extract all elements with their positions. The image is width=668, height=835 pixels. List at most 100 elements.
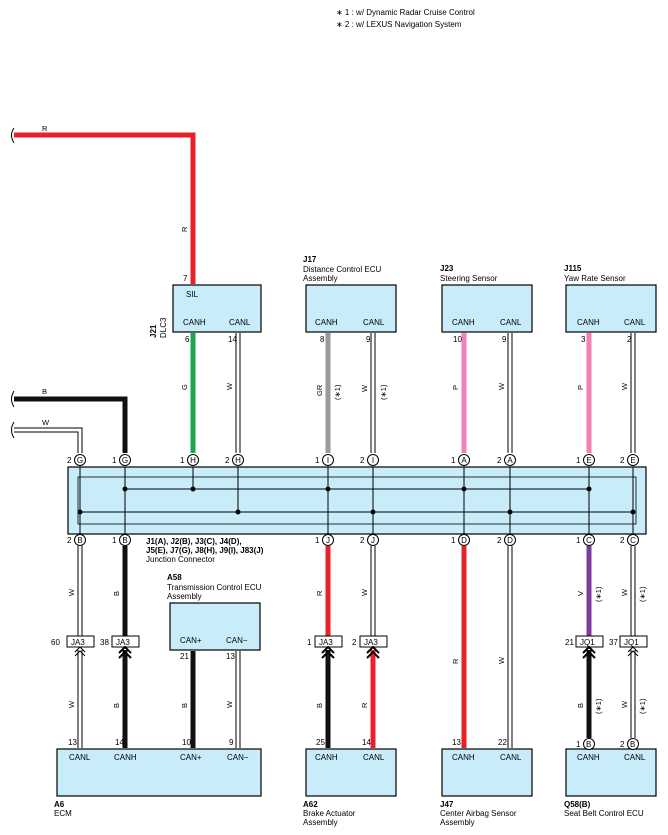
svg-text:1: 1 (307, 638, 312, 647)
a6-canp: CAN+ (180, 753, 202, 762)
j47-pin-22: 22 (498, 738, 507, 747)
svg-text:2: 2 (620, 456, 625, 465)
wire-w-j17 (370, 333, 376, 453)
junction-code-2: J5(E), J7(G), J8(H), J9(I), J83(J) (146, 546, 264, 555)
q58-canl: CANL (624, 753, 646, 762)
a62-box (305, 748, 397, 797)
a6-pin-14: 14 (115, 738, 124, 747)
wire-w-dlc3 (235, 333, 241, 453)
svg-text:2: 2 (360, 536, 365, 545)
j23-canl: CANL (500, 318, 522, 327)
wire-code-g: G (180, 384, 189, 390)
q58-canh: CANH (577, 753, 600, 762)
svg-text:H: H (235, 456, 241, 465)
junction-inner-frame (77, 476, 637, 525)
j47-name-2: Assembly (440, 818, 475, 827)
wire-w-a58-ecm (235, 651, 241, 748)
a62-canh: CANH (315, 753, 338, 762)
svg-text:A: A (461, 456, 467, 465)
svg-text:2: 2 (67, 456, 72, 465)
j115-canh: CANH (577, 318, 600, 327)
j47-canl: CANL (500, 753, 522, 762)
j23-pin-9: 9 (502, 335, 507, 344)
wire-code-w-j115: W (620, 382, 629, 390)
wire-code-w-a58: W (225, 700, 234, 708)
connector-ja3-1: JA3 1 (307, 635, 343, 659)
a58-pin-13: 13 (226, 652, 235, 661)
svg-text:C: C (630, 536, 636, 545)
a58-code: A58 (167, 573, 182, 582)
wire-w-jc-ja3-2 (370, 546, 376, 636)
svg-text:JQ1: JQ1 (580, 638, 595, 647)
a6-canl: CANL (69, 753, 91, 762)
j23-box (441, 284, 533, 333)
note-2: ∗ 2 : w/ LEXUS Navigation System (336, 20, 462, 29)
svg-text:37: 37 (609, 638, 618, 647)
a58-pin-21: 21 (180, 652, 189, 661)
j47-pin-13: 13 (452, 738, 461, 747)
svg-text:1: 1 (112, 456, 117, 465)
j47-name-1: Center Airbag Sensor (440, 809, 517, 818)
connector-jq1-37: JQ1 37 (609, 635, 648, 657)
wire-code-r-1: R (42, 124, 48, 133)
j115-pin-3: 3 (581, 335, 586, 344)
q58-box (565, 748, 657, 797)
a62-pin-25: 25 (316, 738, 325, 747)
j115-box (565, 284, 657, 333)
svg-text:1: 1 (112, 536, 117, 545)
dlc3-code: J21 (149, 324, 158, 338)
a58-box (169, 602, 261, 651)
wire-code-w-j23: W (497, 382, 506, 390)
svg-text:I: I (327, 456, 329, 465)
svg-text:2: 2 (360, 456, 365, 465)
wire-code-b-l1: B (112, 591, 121, 596)
wire-code-gr: GR (315, 384, 324, 396)
wire-code-b-1: B (42, 387, 47, 396)
a62-name-1: Brake Actuator (303, 809, 356, 818)
svg-text:I: I (372, 456, 374, 465)
j47-box (441, 748, 533, 797)
svg-text:60: 60 (51, 638, 60, 647)
q58-name: Seat Belt Control ECU (564, 809, 644, 818)
wire-break-w (11, 421, 15, 439)
a58-canp: CAN+ (180, 636, 202, 645)
svg-text:E: E (586, 456, 591, 465)
svg-text:H: H (190, 456, 196, 465)
wire-code-r-l1: R (315, 590, 324, 596)
j17-name-2: Assembly (303, 274, 338, 283)
a6-pin-13: 13 (68, 738, 77, 747)
wire-code-p-j115: P (576, 385, 585, 390)
j23-canh: CANH (452, 318, 475, 327)
wire-code-p-j23: P (451, 385, 460, 390)
wire-note-w-l4: (∗1) (638, 586, 647, 602)
junction-connector-box (67, 466, 647, 535)
wire-w-j115 (630, 333, 636, 453)
dlc3-canl: CANL (229, 318, 251, 327)
dlc3-pin-7: 7 (183, 274, 188, 283)
j17-canh: CANH (315, 318, 338, 327)
connector-ja3-38: JA3 38 (100, 635, 140, 659)
q58-code: Q58(B) (564, 800, 591, 809)
connector-ja3-60: JA3 60 (51, 635, 95, 657)
svg-text:1: 1 (451, 536, 456, 545)
j23-code: J23 (440, 264, 454, 273)
connector-ja3-2: JA3 2 (352, 635, 388, 659)
svg-text:1: 1 (576, 536, 581, 545)
wire-w-ja3-ecm (77, 650, 83, 748)
svg-text:2: 2 (225, 456, 230, 465)
a6-pin-10: 10 (182, 738, 191, 747)
a58-name-1: Transmission Control ECU (167, 583, 262, 592)
svg-text:B: B (122, 536, 127, 545)
